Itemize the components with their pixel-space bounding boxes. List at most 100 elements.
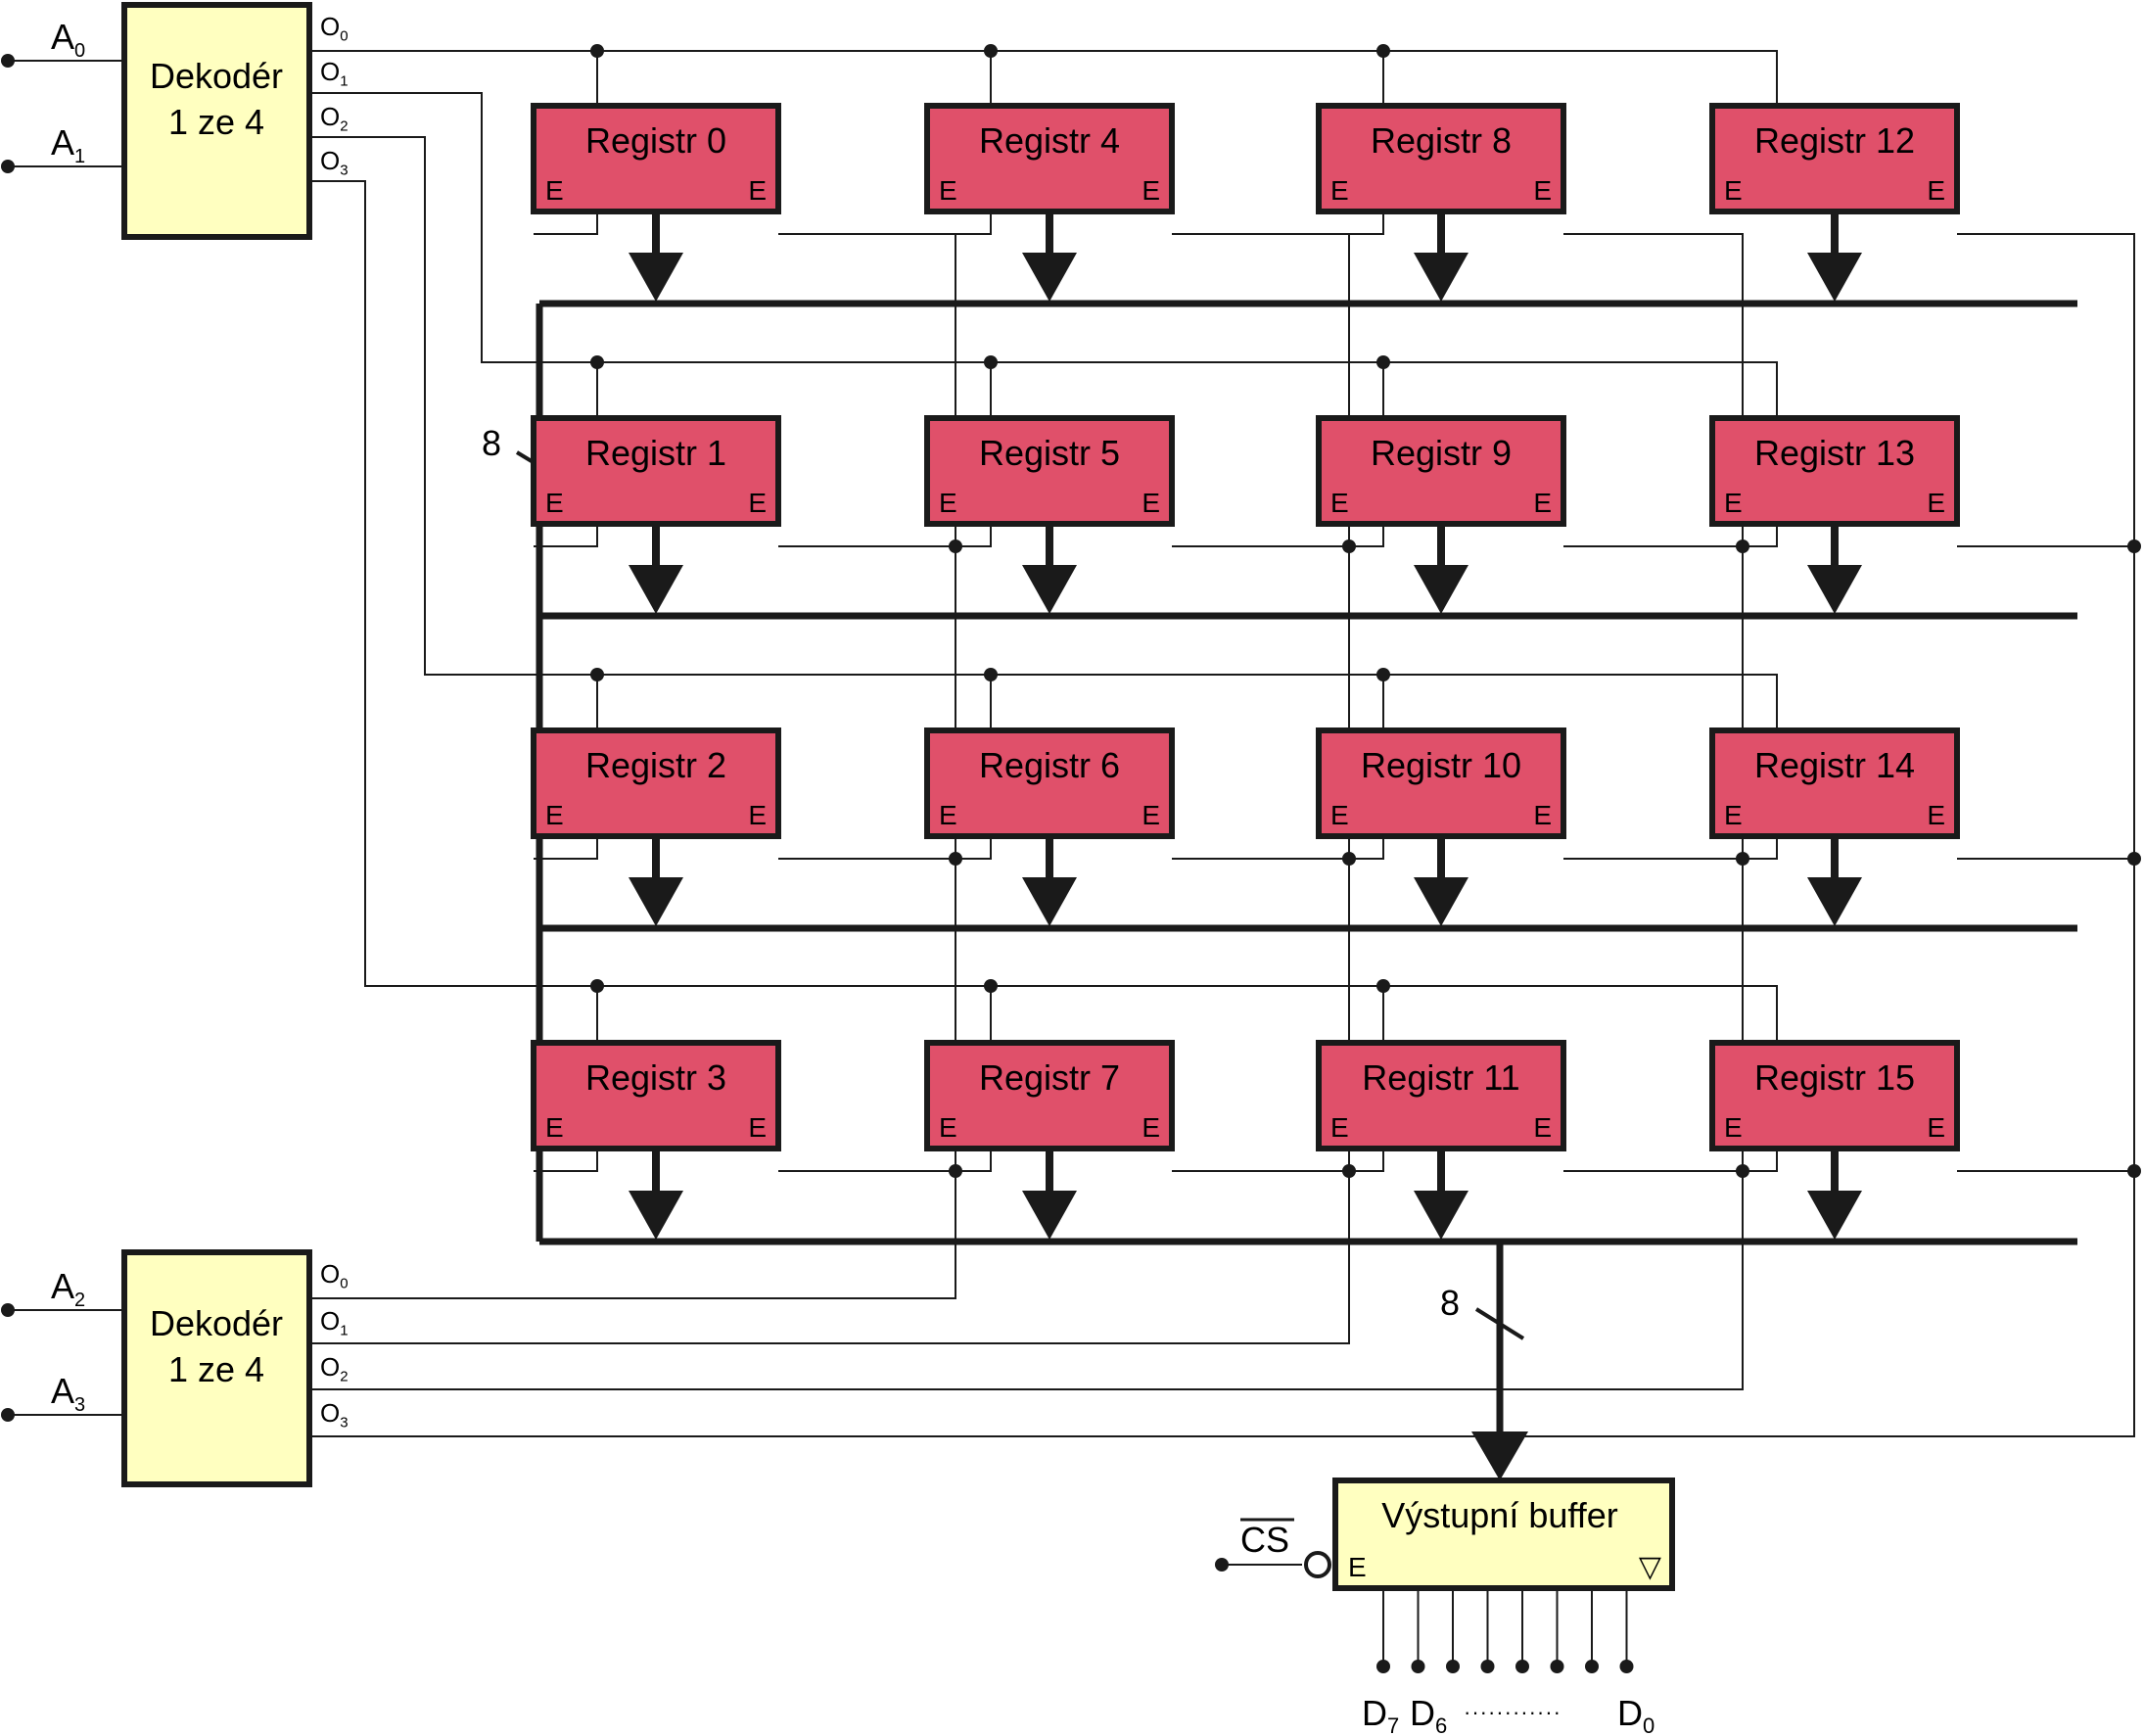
input-label-a3-letter: A (51, 1371, 74, 1411)
top-decoder-output-o3: O3 (320, 146, 349, 179)
top-decoder-o1-line (309, 92, 1778, 547)
register-enable-right: E (748, 800, 767, 830)
column-select-junction (1342, 1164, 1356, 1178)
bottom-decoder-output-o1-index: 1 (340, 1323, 348, 1339)
data-pin-dot (1585, 1660, 1599, 1673)
register-label: Registr 4 (979, 120, 1120, 161)
register-enable-left: E (545, 175, 564, 206)
register-enable-right: E (748, 1112, 767, 1143)
register-4 (924, 103, 1175, 214)
data-pin-label-d0-index: 0 (1643, 1713, 1655, 1736)
register-output-arrow (1022, 877, 1077, 926)
register-output-arrow (1022, 565, 1077, 614)
input-pin (1, 1408, 15, 1422)
register-0 (531, 103, 781, 214)
data-pin-dot (1550, 1660, 1564, 1673)
data-pin-label-d7: D7 (1362, 1693, 1399, 1736)
bottom-decoder-o1-line (309, 233, 1350, 1344)
chip-select-label: CS (1240, 1520, 1289, 1560)
bottom-decoder-output-o3: O3 (320, 1398, 349, 1431)
register-enable-right: E (1533, 175, 1552, 206)
row-select-junction (590, 979, 604, 993)
input-label-a1-index: 1 (74, 146, 85, 167)
bottom-decoder-output-o0: O0 (320, 1259, 349, 1292)
register-15 (1709, 1040, 1960, 1151)
register-enable-left: E (1724, 1112, 1743, 1143)
register-output-arrow (629, 1191, 683, 1240)
register-enable-left: E (1724, 175, 1743, 206)
output-buffer-title: Výstupní buffer (1381, 1495, 1618, 1535)
input-label-a2-index: 2 (74, 1290, 85, 1311)
register-8 (1316, 103, 1566, 214)
register-enable-left: E (939, 488, 957, 518)
register-output-arrow (1414, 1191, 1468, 1240)
register-enable-left: E (1330, 175, 1349, 206)
row-select-junction (590, 44, 604, 58)
input-label-a3-index: 3 (74, 1394, 85, 1416)
register-14 (1709, 727, 1960, 839)
data-pin-label-d0-letter: D (1617, 1693, 1643, 1733)
bus-arrow-to-buffer (1471, 1431, 1528, 1480)
register-enable-left: E (1724, 488, 1743, 518)
bottom-decoder-output-o1-letter: O (320, 1306, 340, 1336)
top-decoder-output-o3-letter: O (320, 146, 340, 175)
input-label-a2: A2 (51, 1266, 85, 1311)
register-enable-right: E (748, 175, 767, 206)
register-output-arrow (1414, 877, 1468, 926)
register-enable-left: E (939, 175, 957, 206)
register-output-arrow (1807, 877, 1862, 926)
data-pin-dot (1619, 1660, 1634, 1673)
register-output-arrow (629, 253, 683, 302)
register-11 (1316, 1040, 1566, 1151)
register-enable-left: E (1724, 800, 1743, 830)
register-enable-left: E (939, 1112, 957, 1143)
register-enable-right: E (1533, 1112, 1552, 1143)
input-label-a0: A0 (51, 17, 85, 62)
register-label: Registr 6 (979, 745, 1120, 785)
register-9 (1316, 415, 1566, 527)
top-decoder-output-o1-index: 1 (340, 73, 348, 90)
register-12 (1709, 103, 1960, 214)
data-pin-label-d6: D6 (1410, 1693, 1447, 1736)
register-enable-right: E (1533, 800, 1552, 830)
register-output-arrow (1022, 1191, 1077, 1240)
register-output-arrow (1807, 565, 1862, 614)
register-label: Registr 8 (1371, 120, 1512, 161)
register-enable-right: E (748, 488, 767, 518)
top-decoder-o2-line (309, 136, 1778, 860)
bottom-decoder-output-o0-index: 0 (340, 1276, 348, 1292)
register-enable-left: E (939, 800, 957, 830)
register-label: Registr 5 (979, 433, 1120, 473)
column-select-junction (2127, 540, 2141, 553)
top-decoder-output-o1: O1 (320, 57, 349, 90)
row-select-junction (984, 355, 998, 369)
tristate-icon: ▽ (1639, 1551, 1661, 1583)
register-label: Registr 9 (1371, 433, 1512, 473)
decoder-top (121, 2, 312, 240)
data-pin-dot (1411, 1660, 1425, 1673)
register-output-arrow (629, 565, 683, 614)
output-buffer (1332, 1478, 1675, 1591)
decoder-bottom (121, 1249, 312, 1487)
column-select-junction (2127, 852, 2141, 866)
bus-width-slash (1474, 1307, 1525, 1340)
input-label-a2-letter: A (51, 1266, 74, 1306)
top-decoder-output-o2-letter: O (320, 102, 340, 131)
bus-width-label: 8 (1440, 1283, 1460, 1323)
row-select-junction (1376, 44, 1390, 58)
register-enable-left: E (545, 488, 564, 518)
column-select-junction (949, 540, 962, 553)
column-select-junction (1342, 540, 1356, 553)
register-10 (1316, 727, 1566, 839)
top-decoder-output-o0: O0 (320, 12, 349, 45)
data-pin-dot (1480, 1660, 1495, 1673)
register-output-arrow (1414, 565, 1468, 614)
register-label: Registr 2 (585, 745, 726, 785)
decoder-title: Dekodér (150, 1303, 283, 1343)
input-label-a1: A1 (51, 122, 85, 167)
chip-select-pin (1215, 1558, 1229, 1572)
bottom-decoder-output-o3-index: 3 (340, 1415, 348, 1431)
inverter-bubble-icon (1304, 1551, 1331, 1578)
bus-layer (515, 211, 2077, 1480)
data-pin-label-d0: D0 (1617, 1693, 1655, 1736)
